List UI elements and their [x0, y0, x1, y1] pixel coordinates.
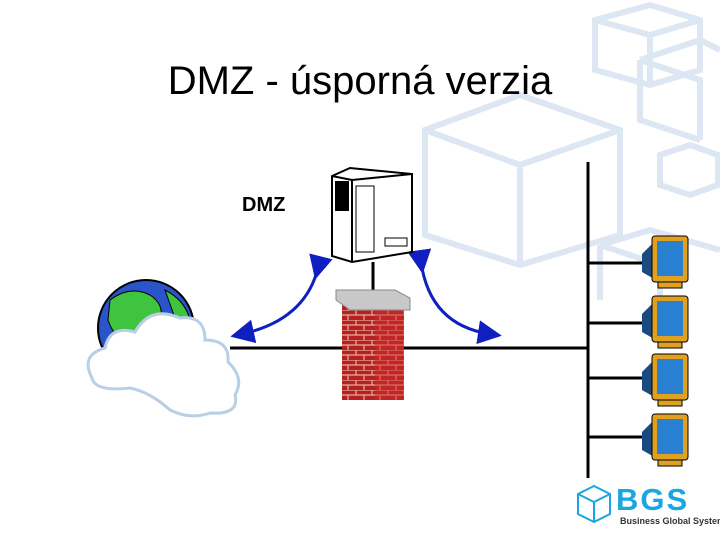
network-lines [230, 162, 642, 478]
workstation-icon [642, 413, 689, 467]
workstations [642, 235, 689, 467]
workstation-icon [642, 235, 689, 289]
workstation-icon [642, 295, 689, 349]
cloud-icon [86, 312, 241, 418]
traffic-arrows [230, 248, 502, 345]
logo-cube-icon [577, 484, 611, 524]
slide-title: DMZ - úsporná verzia [167, 59, 553, 103]
logo-tagline: Business Global Systems [620, 516, 720, 526]
logo-name: BGS [616, 482, 690, 517]
dmz-server-icon [331, 166, 413, 264]
firewall-icon [335, 289, 411, 400]
dmz-label: DMZ [242, 194, 286, 216]
workstation-icon [642, 353, 689, 407]
